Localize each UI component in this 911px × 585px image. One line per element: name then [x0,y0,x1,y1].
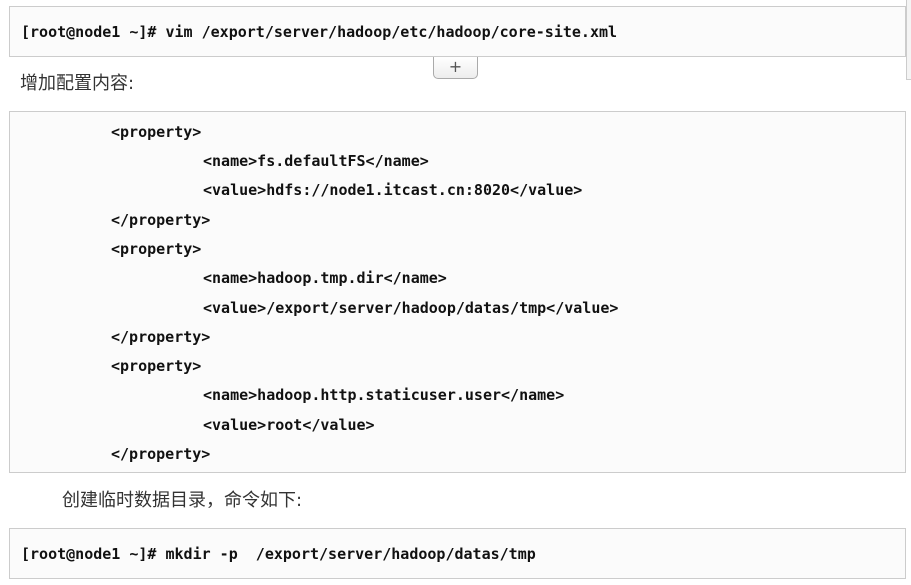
paragraph-add-config: 增加配置内容: [20,73,135,94]
paragraph-create-tmp-dir: 创建临时数据目录，命令如下: [62,490,303,511]
code-block-vim-command: [root@node1 ~]# vim /export/server/hadoo… [9,6,906,57]
xml-line: <property> [111,240,202,258]
xml-line: </property> [111,328,211,346]
xml-line: <property> [111,123,202,141]
xml-line: <value>hdfs://node1.itcast.cn:8020</valu… [203,181,583,199]
xml-line: </property> [111,445,211,463]
code-block-xml-config: <property> <name>fs.defaultFS</name> <va… [9,111,906,473]
insert-block-button[interactable]: + [433,57,478,79]
xml-line: <name>fs.defaultFS</name> [203,152,429,170]
xml-line: </property> [111,211,211,229]
xml-line: <value>/export/server/hadoop/datas/tmp</… [203,299,619,317]
command-line: [root@node1 ~]# mkdir -p /export/server/… [21,545,536,563]
command-line: [root@node1 ~]# vim /export/server/hadoo… [21,23,618,41]
xml-line: <property> [111,357,202,375]
code-block-mkdir-command: [root@node1 ~]# mkdir -p /export/server/… [9,528,906,579]
xml-line: <name>hadoop.http.staticuser.user</name> [203,386,565,404]
editor-edge [906,0,911,80]
xml-line: <name>hadoop.tmp.dir</name> [203,269,447,287]
xml-line: <value>root</value> [203,416,375,434]
